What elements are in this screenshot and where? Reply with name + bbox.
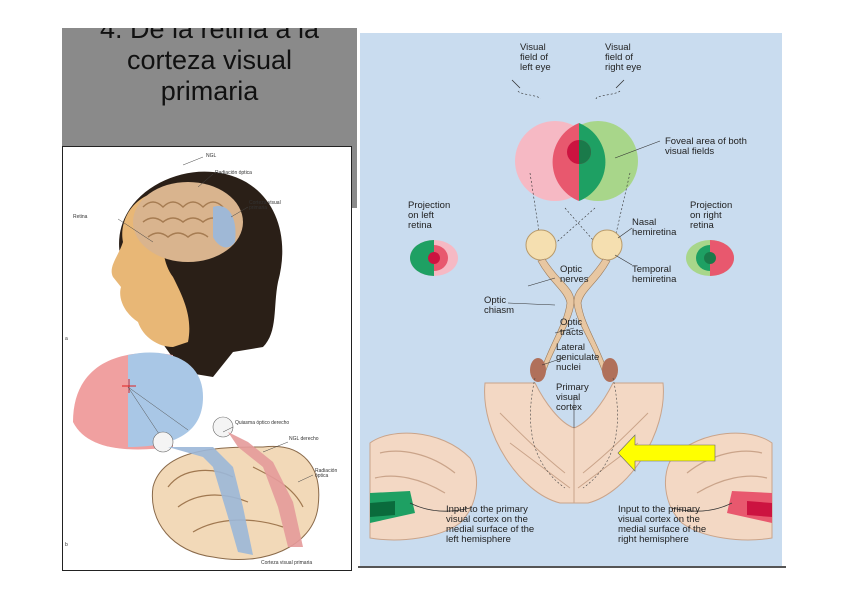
label-corteza: Corteza visual primaria — [249, 200, 281, 212]
left-figure-drawing — [73, 156, 320, 561]
label-visual-field-left: Visual field of left eye — [520, 42, 551, 73]
label-primary-visual-cortex: Primary visual cortex — [556, 382, 589, 413]
title-clip-mask — [62, 0, 357, 28]
blue-pathway — [168, 447, 253, 555]
right-occipital-lobe — [573, 382, 664, 504]
label-ngl: NGL — [206, 153, 217, 159]
radiation-b-pointer — [297, 474, 314, 483]
fovea-right — [579, 140, 591, 164]
visual-field-right-half — [128, 352, 203, 447]
label-input-left-hemisphere: Input to the primary visual cortex on th… — [446, 504, 535, 545]
radiation-pointer — [197, 173, 214, 188]
left-eyeball — [525, 229, 557, 261]
visual-cortex-region — [213, 206, 236, 248]
occipital-folds — [499, 412, 649, 489]
label-radiacion-b: Radiación óptica — [315, 468, 338, 480]
label-quiasma: Quiasma óptico derecho — [235, 420, 290, 426]
face-shape — [111, 192, 190, 347]
label-projection-left: Projection on left retina — [408, 200, 451, 231]
yellow-arrow — [617, 434, 716, 472]
left-medial-dark-green — [370, 501, 395, 517]
proj-right-green — [696, 245, 710, 271]
label-ngl-derecho: NGL derecho — [289, 436, 319, 442]
chiasm-pointer — [222, 426, 234, 433]
right-visual-pathway-figure: Visual field of left eye Visual field of… — [360, 33, 782, 566]
cortex-pointer — [230, 206, 249, 218]
proj-left-fovea — [428, 252, 440, 264]
right-figure-drawing — [369, 79, 773, 541]
proj-right-fovea — [704, 252, 716, 264]
left-eye — [152, 431, 174, 453]
field-brackets — [517, 90, 621, 100]
proj-left-green — [410, 240, 434, 276]
field-bracket-ticks — [511, 79, 625, 89]
label-temporal-hemiretina: Temporal hemiretina — [632, 264, 677, 285]
left-medial-folds — [374, 450, 456, 494]
label-optic-tracts: Optic tracts — [560, 317, 584, 338]
retina-pointer — [117, 218, 154, 243]
left-occipital-lobe — [484, 382, 575, 504]
label-retina: Retina — [73, 214, 88, 220]
label-foveal-area: Foveal area of both visual fields — [665, 136, 747, 157]
right-lgn — [602, 358, 618, 382]
panel-label-a: a — [65, 336, 68, 342]
right-medial-folds — [686, 450, 768, 494]
label-projection-right: Projection on right retina — [690, 200, 733, 231]
label-optic-nerves: Optic nerves — [560, 264, 589, 285]
left-lgn — [530, 358, 546, 382]
right-eyeball — [591, 229, 623, 261]
label-corteza-b: Corteza visual primaria — [261, 560, 313, 566]
proj-right-red — [710, 240, 734, 276]
bottom-rule-line — [358, 566, 786, 568]
title-line-3: primaria — [160, 76, 259, 106]
title-line-2: corteza visual — [126, 45, 293, 75]
panel-label-b: b — [65, 542, 68, 548]
medial-pointers — [409, 502, 733, 512]
proj-left-red — [434, 245, 448, 271]
label-visual-field-right: Visual field of right eye — [605, 42, 642, 73]
label-optic-chiasm: Optic chiasm — [484, 295, 515, 316]
label-input-right-hemisphere: Input to the primary visual cortex on th… — [618, 504, 707, 545]
label-lgn: Lateral geniculate nuclei — [556, 342, 600, 373]
label-nasal-hemiretina: Nasal hemiretina — [632, 217, 677, 238]
right-medial-dark-red — [747, 501, 772, 517]
ngl-right-pointer — [262, 441, 289, 453]
red-pathway — [228, 432, 303, 547]
brain-section-folds — [167, 466, 304, 533]
field-line-1 — [127, 386, 164, 441]
left-anatomy-figure: Retina NGL Radiación óptica Corteza visu… — [62, 146, 352, 571]
ngl-pointer — [182, 156, 204, 166]
label-pointers — [507, 140, 661, 428]
field-line-2 — [127, 386, 189, 431]
brain-folds — [142, 201, 224, 238]
label-radiacion: Radiación óptica — [215, 170, 252, 176]
